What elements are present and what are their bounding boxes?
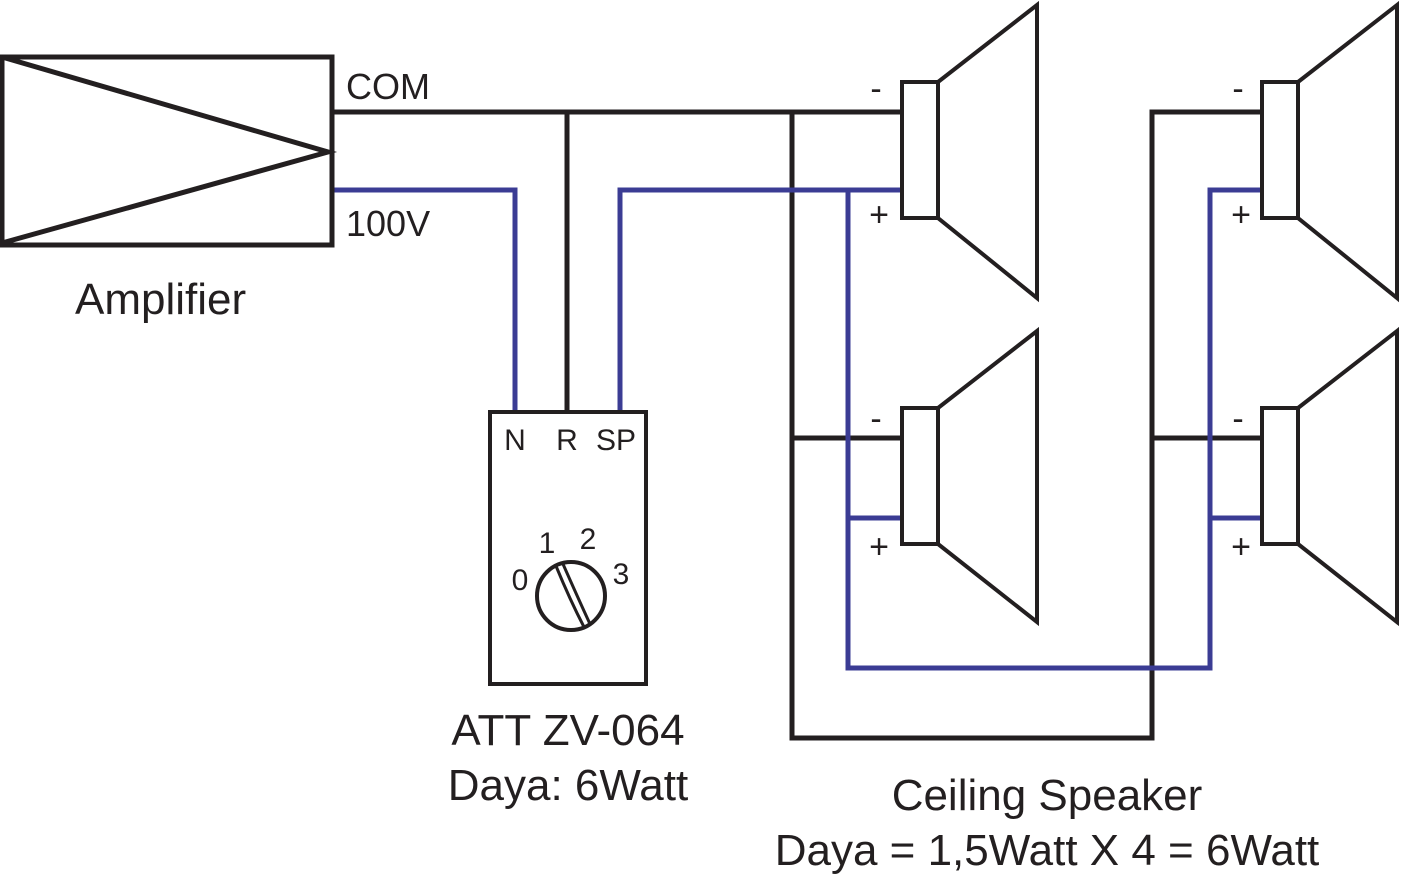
speaker-top-left xyxy=(900,0,1039,303)
com-label: COM xyxy=(346,66,430,107)
knob-2-label: 2 xyxy=(580,523,597,556)
speaker-tl-plus: + xyxy=(869,196,889,234)
speaker-bl-plus: + xyxy=(869,528,889,566)
com-wires xyxy=(332,109,1262,741)
speaker-power: Daya = 1,5Watt X 4 = 6Watt xyxy=(775,826,1320,875)
v100-label: 100V xyxy=(346,203,430,244)
speaker-top-right xyxy=(1260,0,1399,303)
speaker-br-minus: - xyxy=(1232,400,1243,438)
terminal-r-label: R xyxy=(556,424,578,457)
speaker-bl-minus: - xyxy=(870,400,881,438)
signal-wires xyxy=(332,187,1262,671)
attenuator-model: ATT ZV-064 xyxy=(451,706,684,755)
terminal-sp-label: SP xyxy=(596,424,636,457)
terminal-n-label: N xyxy=(504,424,526,457)
speaker-tr-minus: - xyxy=(1232,70,1243,108)
volume-knob[interactable] xyxy=(535,560,607,632)
speaker-tl-minus: - xyxy=(870,70,881,108)
attenuator-power: Daya: 6Watt xyxy=(448,761,688,810)
speaker-bottom-left xyxy=(900,326,1039,627)
attenuator-box xyxy=(488,410,648,686)
speaker-title: Ceiling Speaker xyxy=(892,771,1203,820)
knob-0-label: 0 xyxy=(512,564,529,597)
speaker-bottom-right xyxy=(1260,326,1399,627)
speaker-br-plus: + xyxy=(1231,528,1251,566)
knob-3-label: 3 xyxy=(613,558,630,591)
knob-1-label: 1 xyxy=(539,527,556,560)
amplifier-label: Amplifier xyxy=(75,275,246,324)
speaker-tr-plus: + xyxy=(1231,196,1251,234)
amplifier xyxy=(0,54,338,248)
